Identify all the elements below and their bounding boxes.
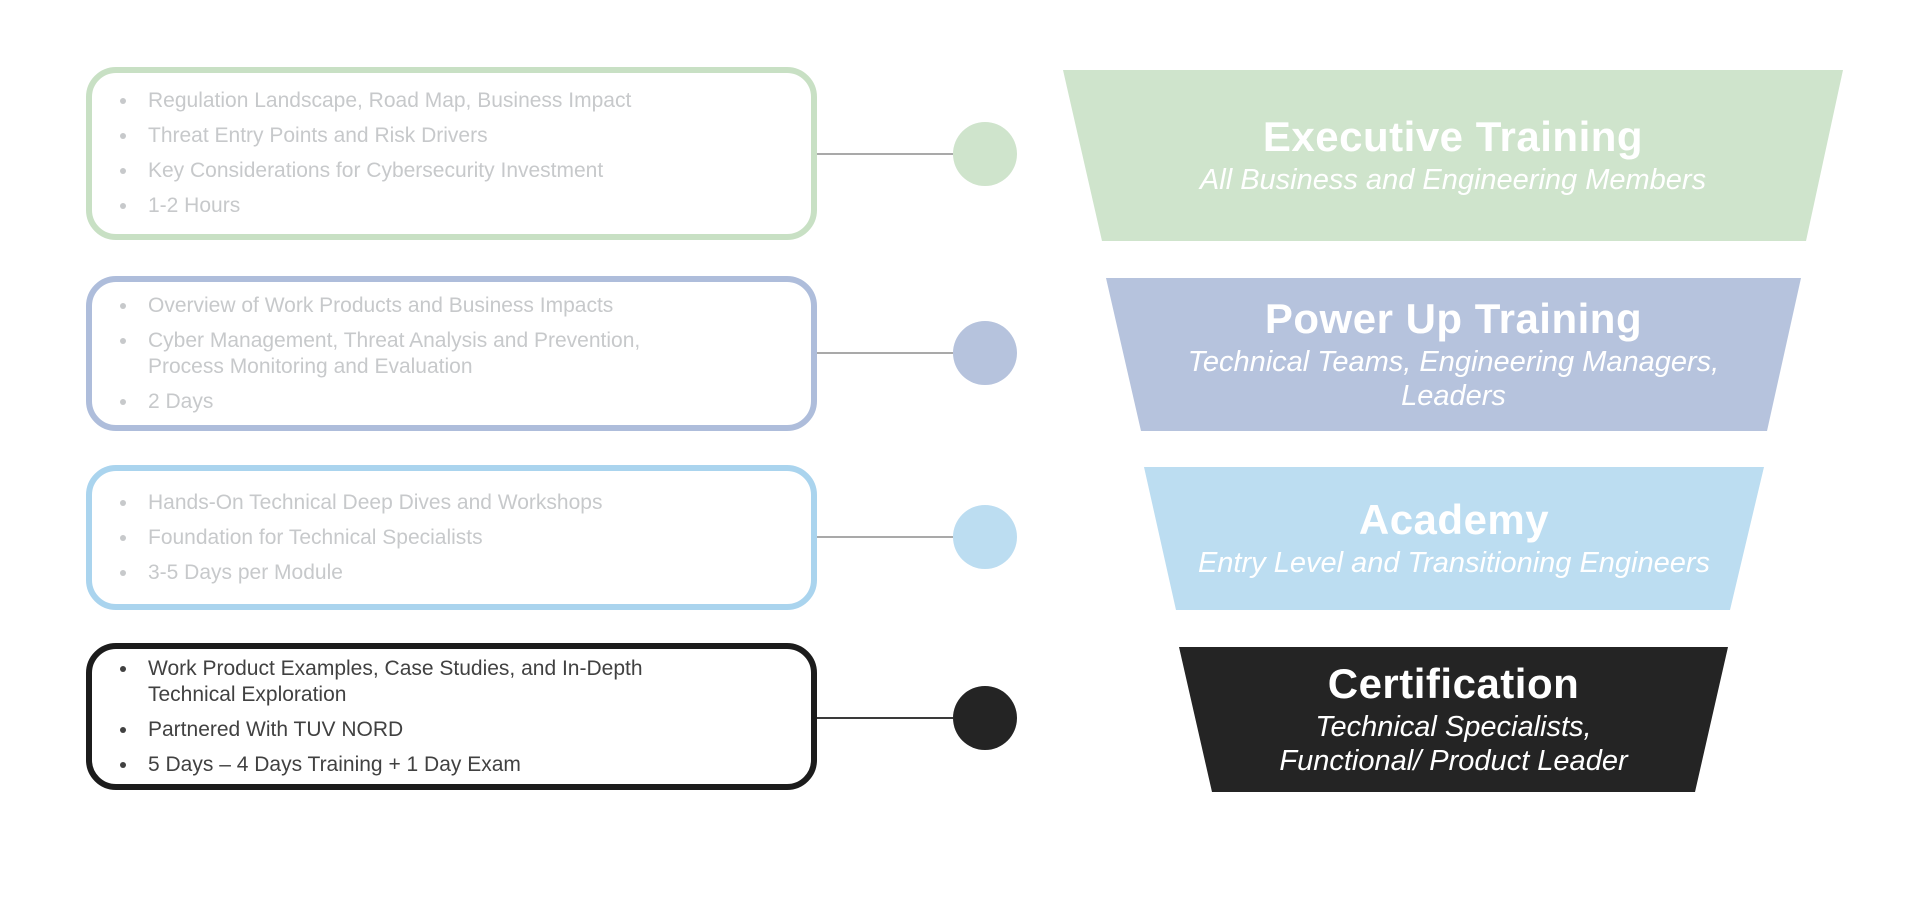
connector-line: [817, 153, 953, 155]
connector-dot: [953, 321, 1017, 385]
bullet-text: 2 Days: [148, 389, 214, 413]
funnel-audience: All Business and Engineering Members: [1199, 164, 1707, 196]
bullet-item: Foundation for Technical Specialists: [120, 525, 793, 551]
bullet-dot-icon: [120, 398, 126, 405]
funnel-audience: Entry Level and Transitioning Engineers: [1197, 547, 1711, 579]
bullet-dot-icon: [120, 168, 126, 174]
bullet-dot-icon: [120, 761, 126, 768]
bullet-item: Partnered With TUV NORD: [120, 717, 793, 743]
funnel-title: Certification: [1327, 659, 1580, 707]
bullet-list: Work Product Examples, Case Studies, and…: [120, 656, 793, 778]
funnel-segment-power-up-training: Power Up Training Technical Teams, Engin…: [1106, 278, 1801, 431]
bullet-item: 3-5 Days per Module: [120, 560, 793, 586]
bullet-item: 5 Days – 4 Days Training + 1 Day Exam: [120, 752, 793, 778]
connector-dot: [953, 686, 1017, 750]
bullet-dot-icon: [120, 98, 126, 104]
connector-dot: [953, 122, 1017, 186]
bullet-dot-icon: [120, 302, 126, 309]
detail-box-executive-training: Regulation Landscape, Road Map, Business…: [86, 67, 817, 240]
detail-box-power-up-training: Overview of Work Products and Business I…: [86, 276, 817, 431]
bullet-dot-icon: [120, 569, 126, 576]
bullet-item: Threat Entry Points and Risk Drivers: [120, 123, 793, 149]
bullet-text: 1-2 Hours: [148, 194, 241, 217]
bullet-list: Regulation Landscape, Road Map, Business…: [120, 88, 793, 219]
bullet-text: Partnered With TUV NORD: [148, 717, 404, 741]
bullet-list: Hands-On Technical Deep Dives and Worksh…: [120, 490, 793, 586]
bullet-item: Regulation Landscape, Road Map, Business…: [120, 88, 793, 114]
funnel-segment-executive-training: Executive Training All Business and Engi…: [1063, 70, 1843, 241]
bullet-dot-icon: [120, 133, 126, 139]
bullet-dot-icon: [120, 337, 126, 344]
detail-box-certification: Work Product Examples, Case Studies, and…: [86, 643, 817, 790]
bullet-dot-icon: [120, 665, 126, 672]
bullet-item: 2 Days: [120, 389, 793, 415]
bullet-text: Cyber Management, Threat Analysis and Pr…: [148, 328, 641, 378]
bullet-text: Regulation Landscape, Road Map, Business…: [148, 89, 632, 112]
bullet-item: Cyber Management, Threat Analysis and Pr…: [120, 328, 793, 380]
bullet-text: Hands-On Technical Deep Dives and Worksh…: [148, 490, 603, 514]
bullet-text: 3-5 Days per Module: [148, 560, 343, 584]
bullet-text: Threat Entry Points and Risk Drivers: [148, 124, 488, 147]
funnel-segment-certification: Certification Technical Specialists, Fun…: [1179, 647, 1728, 792]
bullet-list: Overview of Work Products and Business I…: [120, 293, 793, 415]
bullet-dot-icon: [120, 499, 126, 506]
bullet-item: Key Considerations for Cybersecurity Inv…: [120, 158, 793, 184]
detail-box-academy: Hands-On Technical Deep Dives and Worksh…: [86, 465, 817, 610]
bullet-item: Work Product Examples, Case Studies, and…: [120, 656, 793, 708]
funnel-title: Executive Training: [1262, 112, 1644, 160]
bullet-text: Key Considerations for Cybersecurity Inv…: [148, 159, 604, 182]
connector-line: [817, 717, 953, 719]
bullet-text: Overview of Work Products and Business I…: [148, 293, 614, 317]
funnel-title: Power Up Training: [1264, 294, 1643, 342]
bullet-dot-icon: [120, 203, 126, 209]
bullet-dot-icon: [120, 726, 126, 733]
bullet-item: Hands-On Technical Deep Dives and Worksh…: [120, 490, 793, 516]
connector-dot: [953, 505, 1017, 569]
funnel-segment-academy: Academy Entry Level and Transitioning En…: [1144, 467, 1764, 610]
connector-line: [817, 352, 953, 354]
bullet-item: 1-2 Hours: [120, 193, 793, 219]
connector-line: [817, 536, 953, 538]
funnel-audience: Technical Teams, Engineering Managers, L…: [1187, 346, 1720, 412]
bullet-item: Overview of Work Products and Business I…: [120, 293, 793, 319]
funnel-audience: Technical Specialists, Functional/ Produ…: [1279, 711, 1628, 777]
bullet-text: Work Product Examples, Case Studies, and…: [148, 656, 643, 706]
funnel-title: Academy: [1358, 495, 1550, 543]
bullet-dot-icon: [120, 534, 126, 541]
bullet-text: 5 Days – 4 Days Training + 1 Day Exam: [148, 752, 521, 776]
bullet-text: Foundation for Technical Specialists: [148, 525, 483, 549]
